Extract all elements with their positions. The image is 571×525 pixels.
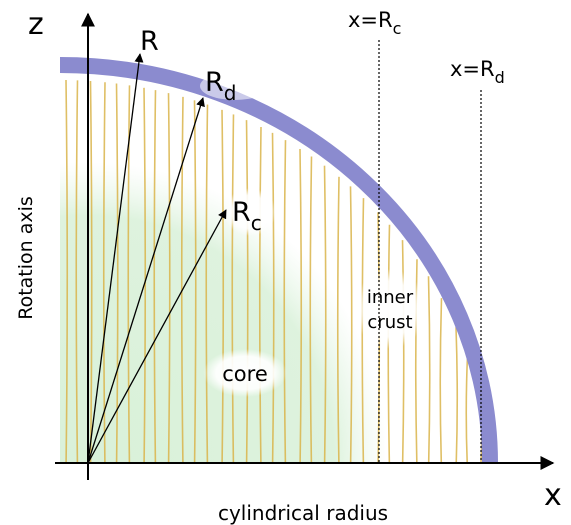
core-label: core bbox=[222, 362, 268, 386]
vortex-line bbox=[283, 140, 287, 463]
vortex-line bbox=[323, 165, 327, 463]
radius-rc-arrow bbox=[87, 209, 227, 464]
vortex-line bbox=[245, 120, 249, 463]
vortex-line bbox=[89, 81, 93, 463]
radius-rc-main: R bbox=[232, 197, 251, 228]
cylindrical-radius-label: cylindrical radius bbox=[218, 501, 388, 525]
x-eq-rc-label: x=Rc bbox=[348, 8, 401, 38]
radius-rd-label: Rd bbox=[205, 67, 236, 105]
vortex-line bbox=[115, 83, 119, 463]
vortex-line bbox=[231, 114, 235, 463]
vortex-line bbox=[167, 93, 171, 463]
vortex-line bbox=[205, 104, 209, 463]
vortex-line bbox=[299, 148, 303, 463]
radius-r-arrow bbox=[87, 53, 144, 464]
vortex-lines bbox=[65, 80, 483, 463]
crust-highlight bbox=[200, 72, 270, 100]
vortex-line bbox=[102, 82, 106, 463]
vortex-line bbox=[455, 327, 459, 463]
vortex-line bbox=[193, 100, 197, 463]
vortex-line bbox=[258, 126, 262, 463]
vortex-line bbox=[180, 96, 184, 463]
vortex-line bbox=[309, 156, 313, 463]
x-axis-label: x bbox=[544, 478, 562, 513]
x-eq-rd-main: x=R bbox=[450, 57, 495, 81]
vortex-line bbox=[427, 276, 431, 463]
radius-rd-sub: d bbox=[224, 81, 237, 105]
vortex-line bbox=[439, 298, 443, 463]
inner-crust-label-line2: crust bbox=[367, 312, 412, 333]
crust-shell bbox=[59, 57, 498, 464]
radius-rc-sub: c bbox=[251, 211, 262, 235]
inner-crust-label-glow bbox=[354, 269, 426, 349]
x-eq-rc-main: x=R bbox=[348, 8, 393, 32]
x-eq-rd-label: x=Rd bbox=[450, 57, 505, 87]
vortex-line bbox=[153, 90, 157, 463]
z-axis-label: z bbox=[28, 7, 44, 42]
vortex-line bbox=[401, 240, 405, 463]
radius-rc-label: Rc bbox=[232, 197, 262, 235]
vortex-line bbox=[271, 132, 275, 463]
x-eq-rd-sub: d bbox=[495, 68, 505, 87]
x-eq-rc-sub: c bbox=[393, 19, 402, 38]
vortex-line bbox=[65, 80, 69, 463]
vortex-line bbox=[336, 176, 340, 463]
rotation-axis-label: Rotation axis bbox=[15, 196, 37, 320]
radius-rd-main: R bbox=[205, 67, 224, 98]
vortex-line bbox=[349, 186, 353, 463]
inner-crust-label-line1: inner bbox=[367, 287, 414, 308]
vortex-line bbox=[143, 87, 147, 463]
vortex-line bbox=[465, 355, 469, 463]
radius-rd-arrow bbox=[87, 97, 205, 464]
core-label-glow bbox=[203, 349, 287, 397]
vortex-line bbox=[221, 109, 225, 463]
rc-label-glow bbox=[224, 188, 276, 236]
vortex-line bbox=[75, 80, 79, 463]
radius-r-label: R bbox=[140, 26, 159, 57]
